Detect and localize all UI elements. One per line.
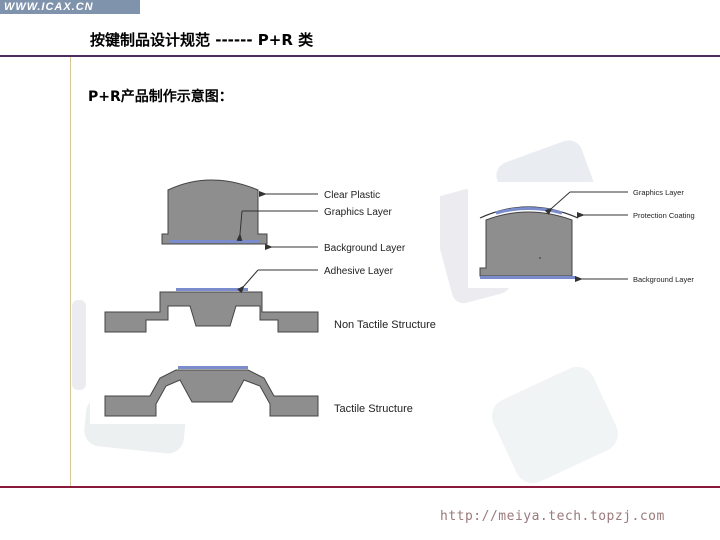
coated-key: [480, 207, 578, 279]
clear-plastic-key: [162, 180, 267, 244]
label-tactile-structure: Tactile Structure: [334, 403, 413, 415]
footer-divider: [0, 486, 720, 488]
label-clear-plastic: Clear Plastic: [324, 190, 380, 201]
adhesive-layer-strip: [176, 288, 248, 291]
footer-url[interactable]: http://meiya.tech.topzj.com: [440, 509, 665, 524]
label-protection-coating: Protection Coating: [633, 211, 695, 220]
label-non-tactile-structure: Non Tactile Structure: [334, 319, 436, 331]
label-adhesive-layer: Adhesive Layer: [324, 266, 394, 277]
label-background-layer: Background Layer: [324, 243, 406, 254]
label-graphics-layer-right: Graphics Layer: [633, 188, 684, 197]
background-layer-strip: [170, 240, 260, 243]
background-layer-strip-right: [480, 276, 576, 279]
label-graphics-layer: Graphics Layer: [324, 207, 392, 218]
label-background-layer-right: Background Layer: [633, 275, 694, 284]
